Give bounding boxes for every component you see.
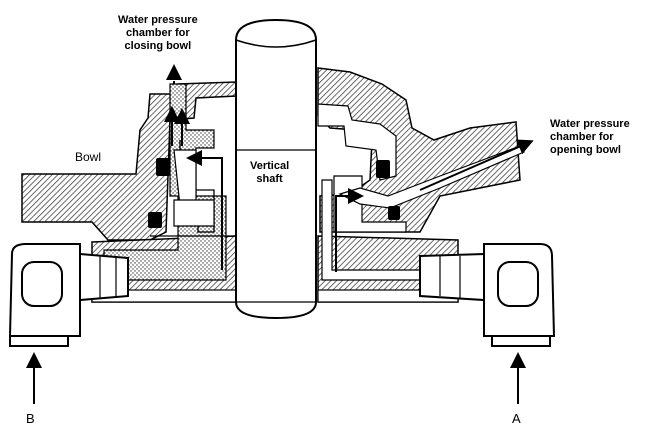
shaft-label-line1: Vertical (250, 160, 290, 172)
opening-chamber-label: Water pressure chamber for opening bowl (550, 118, 630, 157)
flow-arrows (26, 64, 534, 404)
closing-chamber-label: Water pressure chamber for closing bowl (118, 14, 198, 53)
seal-top-left (156, 158, 170, 176)
closing-flow-arrow (186, 150, 223, 270)
inlet-fitting-a (419, 243, 556, 347)
seal-bottom-right (388, 206, 400, 220)
inlet-fitting-b (8, 243, 129, 347)
closing-chamber-label-line2: chamber for (126, 27, 190, 39)
shaft-label: Vertical shaft (250, 160, 289, 186)
closing-chamber-label-line3: closing bowl (124, 40, 192, 52)
shaft-label-line2: shaft (256, 173, 283, 185)
bowl-label: Bowl (75, 150, 102, 164)
inlet-b-label: B (26, 411, 35, 426)
seals (148, 158, 400, 228)
opening-flow-arrow (335, 188, 364, 272)
vertical-shaft (235, 18, 317, 320)
closing-channel-fill (173, 149, 215, 227)
opening-out-arrow (419, 139, 534, 191)
opening-chamber-label-line2: chamber for (550, 131, 614, 143)
seal-top-right (376, 160, 390, 178)
opening-chamber-label-line3: opening bowl (550, 144, 621, 156)
inlet-a-label: A (512, 411, 521, 426)
closing-chamber-label-line1: Water pressure (118, 14, 198, 26)
seal-bottom-left (148, 212, 162, 228)
opening-chamber-label-line1: Water pressure (550, 118, 630, 130)
